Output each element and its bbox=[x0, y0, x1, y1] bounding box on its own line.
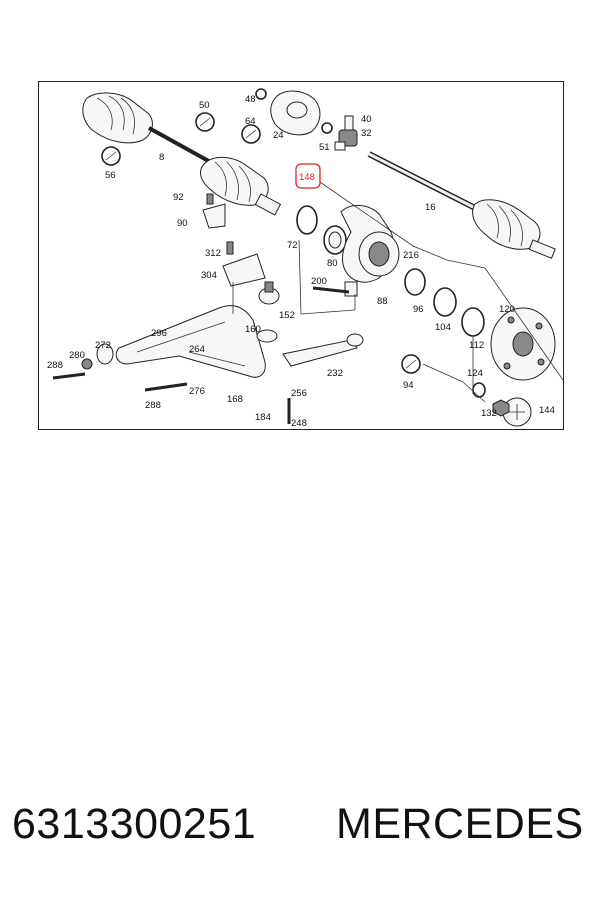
callout-288-bottom: 288 bbox=[145, 400, 161, 411]
callout-120: 120 bbox=[499, 304, 515, 315]
callout-124: 124 bbox=[467, 368, 483, 379]
callout-256: 256 bbox=[291, 388, 307, 399]
callout-304: 304 bbox=[201, 270, 217, 281]
leader-lines bbox=[232, 179, 564, 403]
callout-200: 200 bbox=[311, 276, 327, 287]
product-footer: 6313300251 MERCEDES bbox=[10, 800, 590, 860]
tripod-joint bbox=[321, 115, 358, 151]
callout-160: 160 bbox=[245, 324, 261, 335]
part-number: 6313300251 bbox=[12, 800, 257, 848]
callout-51: 51 bbox=[319, 142, 330, 153]
highlighted-callout-box bbox=[295, 163, 321, 189]
callout-312: 312 bbox=[205, 248, 221, 259]
callout-50: 50 bbox=[199, 100, 210, 111]
callout-64: 64 bbox=[245, 116, 256, 127]
callout-16: 16 bbox=[425, 202, 436, 213]
exploded-parts-diagram: 8 16 24 32 40 48 50 51 56 64 72 80 88 90… bbox=[38, 81, 564, 430]
callout-184: 184 bbox=[255, 412, 271, 423]
wrench-symbol-icons bbox=[101, 112, 421, 374]
callout-48: 48 bbox=[245, 94, 256, 105]
drive-shaft-left bbox=[82, 92, 282, 216]
callout-96: 96 bbox=[413, 304, 424, 315]
callout-24: 24 bbox=[273, 130, 284, 141]
callout-labels: 8 16 24 32 40 48 50 51 56 64 72 80 88 90… bbox=[47, 94, 555, 429]
steering-knuckle bbox=[340, 205, 400, 297]
callout-280: 280 bbox=[69, 350, 85, 361]
callout-104: 104 bbox=[435, 322, 451, 333]
callout-276: 276 bbox=[189, 386, 205, 397]
callout-32: 32 bbox=[361, 128, 372, 139]
callout-232: 232 bbox=[327, 368, 343, 379]
callout-144: 144 bbox=[539, 405, 555, 416]
callout-40: 40 bbox=[361, 114, 372, 125]
callout-248: 248 bbox=[291, 418, 307, 429]
callout-272: 272 bbox=[95, 340, 111, 351]
brand-name: MERCEDES bbox=[336, 800, 584, 848]
callout-72: 72 bbox=[287, 240, 298, 251]
callout-148: 148 bbox=[299, 172, 315, 183]
lower-control-arm bbox=[81, 305, 266, 378]
wheel-hub bbox=[490, 307, 556, 381]
callout-264: 264 bbox=[189, 344, 205, 355]
ball-joint bbox=[256, 281, 280, 343]
callout-90: 90 bbox=[177, 218, 188, 229]
callout-94: 94 bbox=[403, 380, 414, 391]
callout-132: 132 bbox=[481, 408, 497, 419]
callout-288-left: 288 bbox=[47, 360, 63, 371]
callout-112: 112 bbox=[469, 340, 484, 351]
callout-8: 8 bbox=[159, 152, 164, 163]
callout-152: 152 bbox=[279, 310, 295, 321]
callout-56: 56 bbox=[105, 170, 116, 181]
callout-80: 80 bbox=[327, 258, 338, 269]
callout-92: 92 bbox=[173, 192, 184, 203]
callout-296: 296 bbox=[151, 328, 167, 339]
callout-88: 88 bbox=[377, 296, 388, 307]
callout-216: 216 bbox=[403, 250, 419, 261]
cv-joint-outer bbox=[255, 88, 321, 136]
drive-shaft-right bbox=[367, 151, 556, 259]
callout-168: 168 bbox=[227, 394, 243, 405]
